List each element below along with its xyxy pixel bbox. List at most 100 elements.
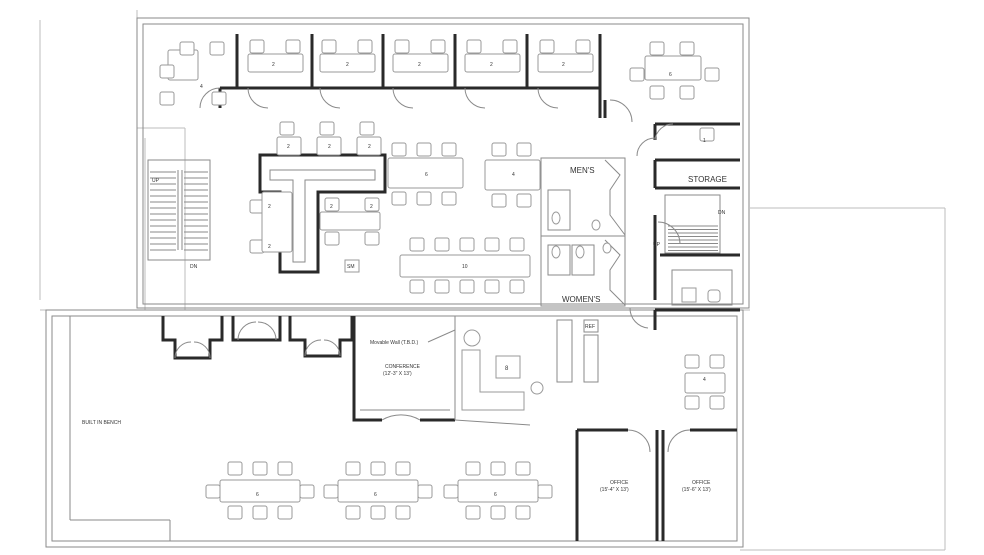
chair bbox=[679, 85, 695, 100]
table bbox=[684, 372, 726, 394]
table bbox=[537, 53, 594, 73]
conference-label: CONFERENCE bbox=[385, 364, 421, 370]
chair bbox=[395, 461, 411, 476]
seat-count: 6 bbox=[669, 72, 672, 78]
chair bbox=[391, 142, 407, 157]
chair bbox=[227, 505, 243, 520]
chair bbox=[370, 505, 386, 520]
conference-room: Movable Wall (T.B.D.) CONFERENCE (12'-3"… bbox=[352, 316, 531, 426]
seat-count: 2 bbox=[368, 144, 371, 150]
chair bbox=[409, 279, 425, 294]
seat-count: 6 bbox=[374, 492, 377, 498]
chair bbox=[490, 461, 506, 476]
chair bbox=[159, 91, 175, 106]
table bbox=[316, 136, 342, 156]
table bbox=[337, 479, 419, 503]
seat-count-labels: 4 2 2 2 2 2 6 1 2 2 2 2 2 2 2 6 4 10 4 6… bbox=[200, 62, 706, 498]
chair bbox=[709, 354, 725, 369]
chair bbox=[357, 39, 373, 54]
chair bbox=[211, 91, 227, 106]
chair bbox=[575, 39, 591, 54]
chair bbox=[227, 461, 243, 476]
office-2-label: OFFICE bbox=[692, 480, 711, 486]
chair bbox=[159, 64, 175, 79]
chair bbox=[491, 193, 507, 208]
chair bbox=[465, 505, 481, 520]
chair bbox=[409, 237, 425, 252]
restrooms: MEN'S WOMEN'S bbox=[540, 157, 626, 307]
table bbox=[464, 53, 521, 73]
refrigerator-label: REF bbox=[585, 324, 595, 330]
offices: OFFICE (15'-4" X 13') OFFICE (15'-6" X 1… bbox=[575, 428, 737, 541]
lounge-seat-count: 8 bbox=[505, 366, 509, 372]
chair bbox=[285, 39, 301, 54]
chair bbox=[179, 41, 195, 56]
chair bbox=[430, 39, 446, 54]
chair bbox=[441, 142, 457, 157]
chair bbox=[515, 505, 531, 520]
storage-label: STORAGE bbox=[688, 175, 727, 184]
stairwell: UP DN bbox=[147, 159, 211, 270]
chair bbox=[252, 461, 268, 476]
chair bbox=[345, 505, 361, 520]
movable-wall-label: Movable Wall (T.B.D.) bbox=[370, 340, 418, 346]
chair bbox=[416, 191, 432, 206]
table bbox=[247, 53, 304, 73]
chair bbox=[649, 41, 665, 56]
womens-label: WOMEN'S bbox=[562, 295, 600, 304]
chair bbox=[321, 39, 337, 54]
chair bbox=[537, 484, 553, 499]
chair bbox=[394, 39, 410, 54]
seat-count: 2 bbox=[272, 62, 275, 68]
chair bbox=[502, 39, 518, 54]
chair bbox=[490, 505, 506, 520]
built-in-bench-label: BUILT IN BENCH bbox=[82, 420, 121, 426]
chair bbox=[205, 484, 221, 499]
seat-count: 6 bbox=[494, 492, 497, 498]
chair bbox=[279, 121, 295, 136]
chair bbox=[459, 237, 475, 252]
chair bbox=[484, 237, 500, 252]
stair-up-label: UP bbox=[152, 178, 160, 184]
table bbox=[392, 53, 449, 73]
seat-count: 2 bbox=[418, 62, 421, 68]
chair bbox=[539, 39, 555, 54]
seat-count: 2 bbox=[346, 62, 349, 68]
chair bbox=[465, 461, 481, 476]
chair bbox=[395, 505, 411, 520]
lounge: 8 bbox=[461, 329, 544, 411]
chair bbox=[416, 142, 432, 157]
chair bbox=[509, 279, 525, 294]
conference-size-label: (12'-3" X 13') bbox=[383, 371, 412, 377]
chair bbox=[516, 193, 532, 208]
chair bbox=[364, 231, 380, 246]
chair bbox=[709, 395, 725, 410]
entry-vestibules bbox=[161, 316, 354, 360]
chair bbox=[699, 127, 715, 142]
seat-count: 4 bbox=[200, 84, 203, 90]
chair bbox=[684, 395, 700, 410]
right-upper-rooms: STORAGE DN UP bbox=[653, 122, 740, 312]
chair bbox=[324, 197, 340, 212]
table bbox=[261, 191, 293, 253]
chair bbox=[323, 484, 339, 499]
chair bbox=[319, 121, 335, 136]
table bbox=[219, 479, 301, 503]
chair bbox=[466, 39, 482, 54]
chair bbox=[459, 279, 475, 294]
mens-label: MEN'S bbox=[570, 166, 595, 175]
chair bbox=[484, 279, 500, 294]
chair bbox=[684, 354, 700, 369]
chair bbox=[434, 237, 450, 252]
seat-count: 2 bbox=[562, 62, 565, 68]
chair bbox=[516, 142, 532, 157]
chair bbox=[704, 67, 720, 82]
table bbox=[399, 254, 531, 278]
kitchen: REF bbox=[556, 137, 657, 383]
office-1-label: OFFICE bbox=[610, 480, 629, 486]
chair bbox=[359, 121, 375, 136]
chair bbox=[417, 484, 433, 499]
chair bbox=[649, 85, 665, 100]
seat-count: 1 bbox=[703, 138, 706, 144]
chair bbox=[515, 461, 531, 476]
